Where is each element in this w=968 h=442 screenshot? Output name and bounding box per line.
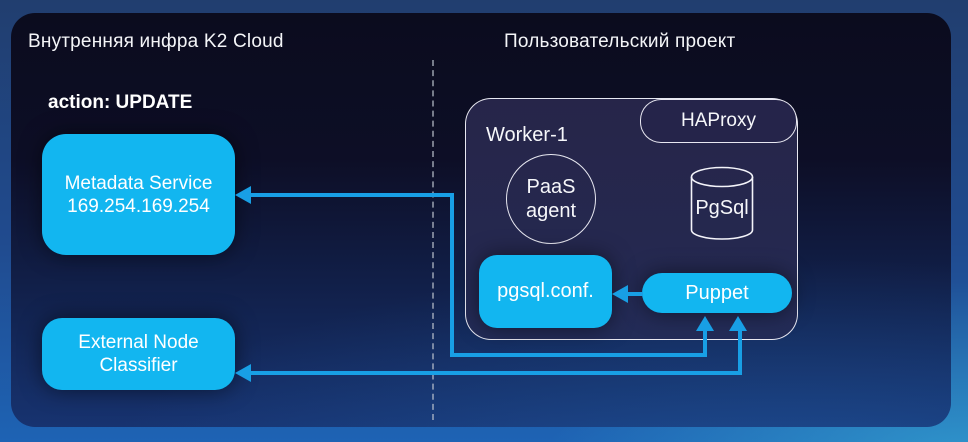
pgsql-conf-node: pgsql.conf. bbox=[479, 255, 612, 328]
action-label: action: UPDATE bbox=[48, 92, 193, 113]
metadata-service-line2: 169.254.169.254 bbox=[67, 195, 210, 217]
worker-label: Worker-1 bbox=[486, 124, 568, 146]
pgsqlconf-arrowhead-icon bbox=[612, 285, 628, 303]
puppet-arrowhead-b-icon bbox=[729, 316, 747, 331]
pgsql-db-label: PgSql bbox=[695, 197, 749, 219]
metadata-service-node: Metadata Service 169.254.169.254 bbox=[42, 134, 235, 255]
left-section-title: Внутренняя инфра K2 Cloud bbox=[28, 31, 284, 52]
connector-segment bbox=[703, 329, 707, 357]
database-cylinder-icon bbox=[690, 166, 754, 240]
section-divider bbox=[432, 60, 434, 420]
puppet-arrowhead-a-icon bbox=[696, 316, 714, 331]
paas-agent-node: PaaS agent bbox=[506, 154, 596, 244]
external-node-classifier-line1: External Node bbox=[78, 332, 199, 353]
pgsql-conf-label: pgsql.conf. bbox=[497, 280, 594, 302]
connector-segment bbox=[249, 371, 742, 375]
connector-segment bbox=[738, 329, 742, 375]
puppet-label: Puppet bbox=[685, 281, 749, 304]
connector-segment bbox=[249, 193, 454, 197]
paas-agent-label-line2: agent bbox=[525, 200, 577, 222]
puppet-node: Puppet bbox=[642, 273, 792, 313]
metadata-service-line1: Metadata Service bbox=[64, 172, 213, 194]
haproxy-node: HAProxy bbox=[640, 99, 797, 143]
enc-arrowhead-icon bbox=[235, 364, 251, 382]
connector-segment bbox=[450, 353, 707, 357]
external-node-classifier-line2: Classifier bbox=[99, 355, 178, 376]
connector-segment bbox=[450, 193, 454, 357]
right-section-title: Пользовательский проект bbox=[504, 31, 736, 52]
paas-agent-label-line1: PaaS bbox=[526, 176, 576, 198]
metadata-arrowhead-icon bbox=[235, 186, 251, 204]
external-node-classifier-node: External Node Classifier bbox=[42, 318, 235, 390]
connector-segment bbox=[627, 292, 643, 296]
haproxy-label: HAProxy bbox=[681, 110, 756, 131]
